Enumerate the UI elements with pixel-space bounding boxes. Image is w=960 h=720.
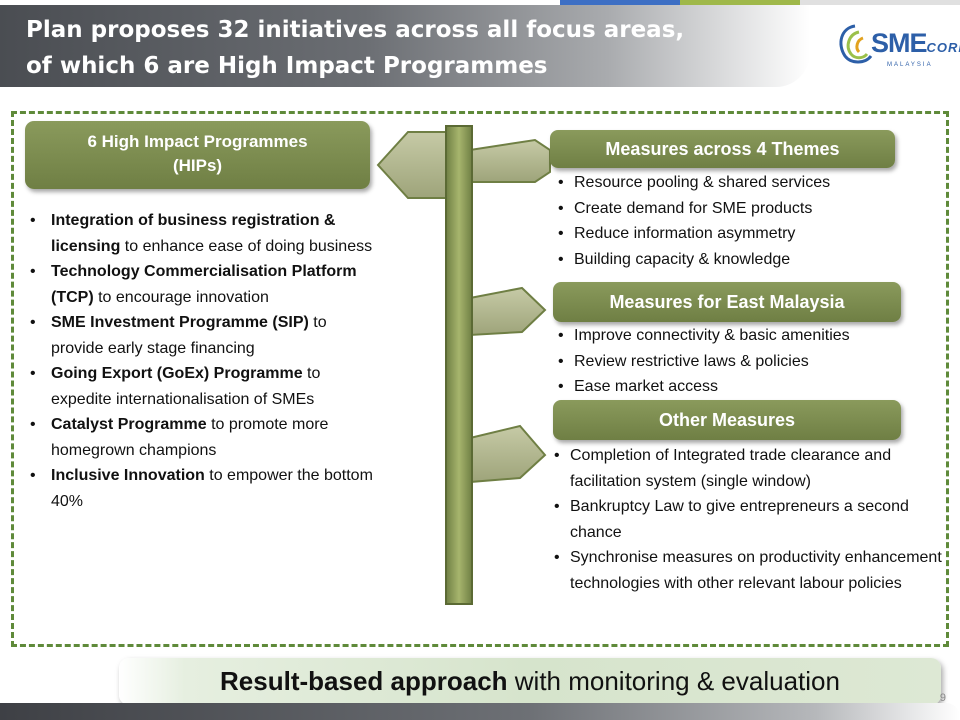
content-frame [11, 111, 949, 647]
other-measure-item: Synchronise measures on productivity enh… [552, 545, 952, 596]
smecorp-logo: SMECORP MALAYSIA [835, 18, 960, 74]
hip-item: Technology Commercialisation Platform (T… [28, 259, 378, 310]
east-malaysia-item: Improve connectivity & basic amenities [556, 323, 850, 349]
hip-item: Going Export (GoEx) Programme to expedit… [28, 361, 378, 412]
sign-post [445, 125, 473, 605]
hip-list: Integration of business registration & l… [28, 208, 378, 514]
result-banner: Result-based approach with monitoring & … [119, 658, 941, 705]
other-measures-list: Completion of Integrated trade clearance… [552, 443, 952, 596]
title-line-2: of which 6 are High Impact Programmes [26, 53, 548, 79]
right-arrow-sign-other [469, 424, 547, 484]
hip-item: Integration of business registration & l… [28, 208, 378, 259]
page-title: Plan proposes 32 initiatives across all … [26, 12, 786, 84]
hip-item: Catalyst Programme to promote more homeg… [28, 412, 378, 463]
east-malaysia-item: Ease market access [556, 374, 850, 400]
theme-item: Reduce information asymmetry [556, 221, 830, 247]
east-malaysia-header: Measures for East Malaysia [553, 282, 901, 322]
hip-header: 6 High Impact Programmes (HIPs) [25, 121, 370, 189]
other-measures-header: Other Measures [553, 400, 901, 440]
other-measure-item: Completion of Integrated trade clearance… [552, 443, 952, 494]
right-arrow-sign-themes [469, 138, 551, 183]
logo-wordmark: SMECORP [871, 28, 960, 58]
theme-item: Resource pooling & shared services [556, 170, 830, 196]
signpost-graphic [376, 125, 551, 605]
banner-text: with monitoring & evaluation [507, 666, 840, 696]
top-color-strip [0, 0, 960, 5]
title-line-1: Plan proposes 32 initiatives across all … [26, 17, 685, 43]
bottom-strip [0, 703, 960, 720]
east-malaysia-list: Improve connectivity & basic amenities R… [556, 323, 850, 400]
hip-header-line-2: (HIPs) [172, 156, 223, 175]
banner-bold-text: Result-based approach [220, 666, 508, 696]
other-measure-item: Bankruptcy Law to give entrepreneurs a s… [552, 494, 952, 545]
right-arrow-sign-east [469, 286, 547, 337]
themes-list: Resource pooling & shared services Creat… [556, 170, 830, 272]
page-number: 9 [939, 692, 946, 704]
themes-header: Measures across 4 Themes [550, 130, 895, 168]
hip-header-line-1: 6 High Impact Programmes [87, 132, 308, 151]
hip-item: SME Investment Programme (SIP) to provid… [28, 310, 378, 361]
logo-swirl-icon [839, 24, 873, 64]
theme-item: Building capacity & knowledge [556, 247, 830, 273]
logo-country: MALAYSIA [887, 62, 933, 68]
east-malaysia-item: Review restrictive laws & policies [556, 349, 850, 375]
title-bar [0, 5, 810, 87]
theme-item: Create demand for SME products [556, 196, 830, 222]
hip-item: Inclusive Innovation to empower the bott… [28, 463, 378, 514]
